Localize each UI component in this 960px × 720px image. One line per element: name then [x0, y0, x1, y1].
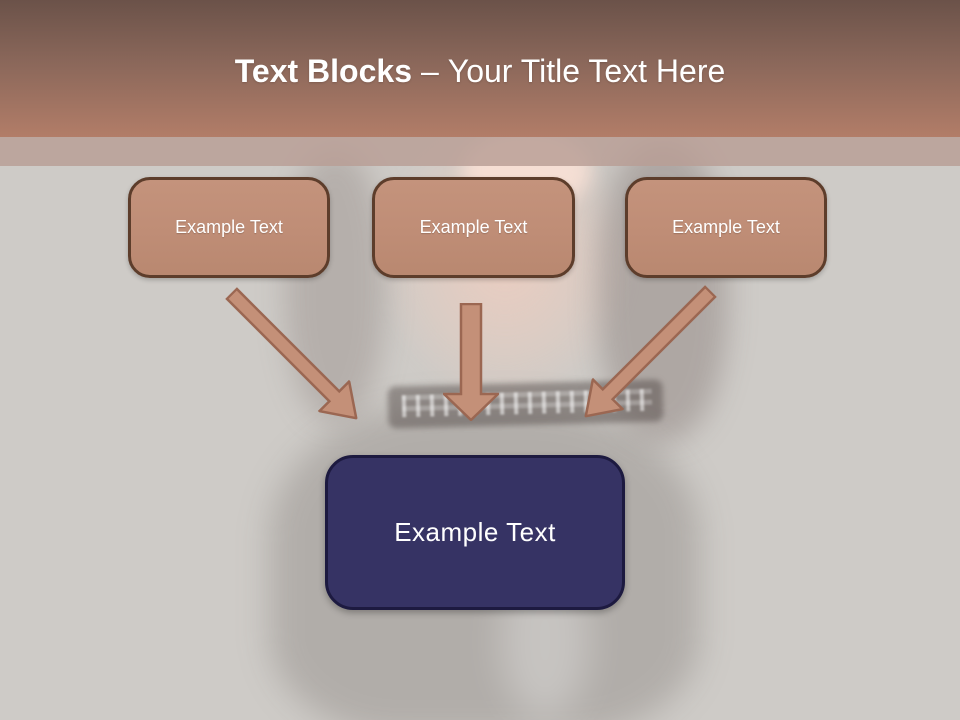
result-text-block-label: Example Text — [394, 517, 556, 547]
text-block-1[interactable]: Example Text — [128, 177, 330, 278]
arrow-down-icon — [443, 303, 499, 421]
page-title-bold: Text Blocks — [234, 53, 412, 89]
page-title-rest: Your Title Text Here — [447, 53, 726, 89]
text-block-3[interactable]: Example Text — [625, 177, 827, 278]
title-bar: Text Blocks–Your Title Text Here — [0, 0, 960, 137]
header-accent-band — [0, 137, 960, 166]
text-block-1-label: Example Text — [175, 217, 283, 237]
text-block-3-label: Example Text — [672, 217, 780, 237]
page-title-separator: – — [420, 53, 439, 89]
result-text-block[interactable]: Example Text — [325, 455, 625, 610]
arrow-down-left-icon — [584, 285, 717, 418]
text-block-2-label: Example Text — [419, 217, 528, 237]
text-block-2[interactable]: Example Text — [372, 177, 575, 278]
page-title[interactable]: Text Blocks–Your Title Text Here — [0, 52, 960, 90]
arrow-down-right-icon — [225, 287, 358, 420]
